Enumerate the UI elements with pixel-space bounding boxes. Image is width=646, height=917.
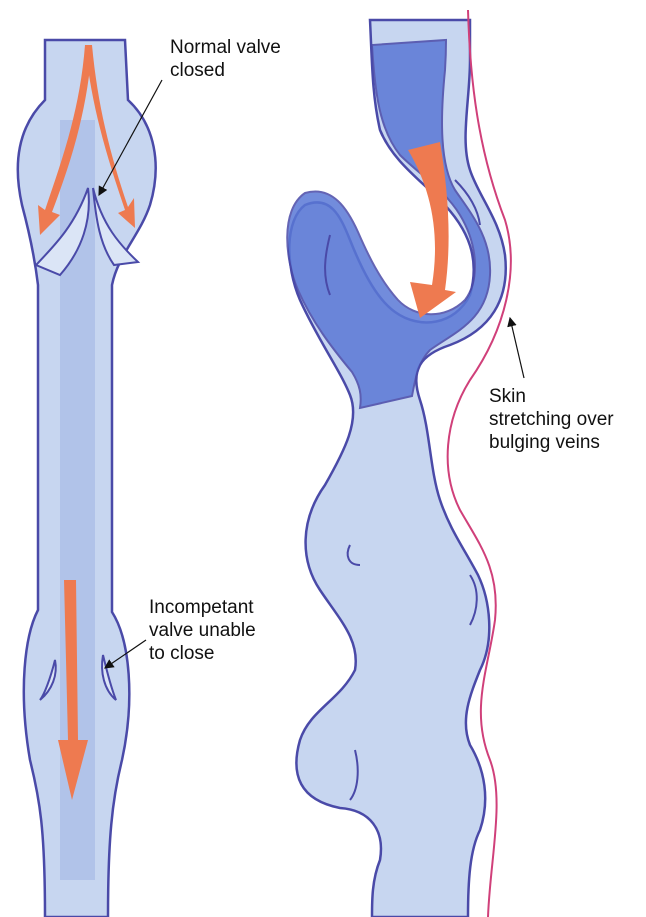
healthy-vein — [18, 40, 156, 917]
varicose-vein-outer-wall — [289, 20, 505, 917]
label-line: valve unable — [149, 619, 256, 642]
label-line: Skin — [489, 385, 614, 408]
label-line: to close — [149, 642, 256, 665]
label-line: closed — [170, 59, 281, 82]
pointer-skin — [510, 318, 524, 378]
incompetent-valve-label: Incompetant valve unable to close — [149, 596, 256, 665]
label-line: stretching over — [489, 408, 614, 431]
normal-valve-label: Normal valve closed — [170, 36, 281, 82]
varicose-vein — [287, 20, 506, 917]
skin-label: Skin stretching over bulging veins — [489, 385, 614, 454]
label-line: Normal valve — [170, 36, 281, 59]
label-line: Incompetant — [149, 596, 256, 619]
label-line: bulging veins — [489, 431, 614, 454]
